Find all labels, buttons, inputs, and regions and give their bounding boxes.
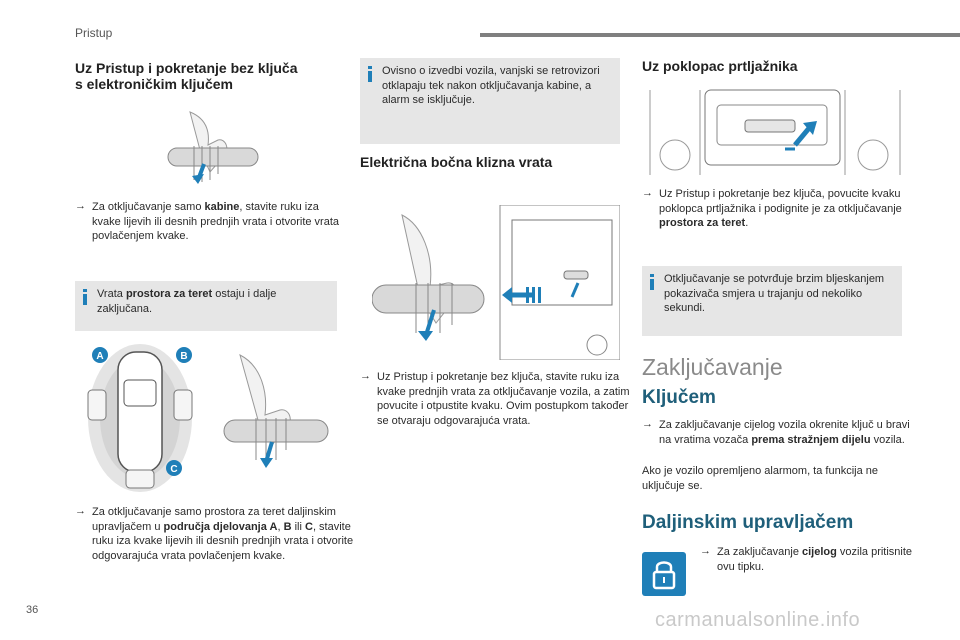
bullet-arrow-icon: → [700, 545, 711, 557]
info-icon [650, 274, 654, 290]
section-title-locking: Zaključavanje [642, 354, 783, 380]
col1-title: Uz Pristup i pokretanje bez ključa s ele… [75, 60, 345, 92]
key-alarm-text: Ako je vozilo opremljeno alarmom, ta fun… [642, 465, 879, 492]
zone-label-b: B [180, 351, 187, 362]
page-number: 36 [26, 604, 39, 616]
col1-bullet2: → Za otključavanje samo prostora za tere… [75, 505, 354, 562]
bullet-arrow-icon: → [75, 200, 86, 212]
col2-bullet: → Uz Pristup i pokretanje bez ključa, st… [360, 370, 630, 427]
key-bullet: → Za zaključavanje cijelog vozila okreni… [642, 418, 910, 446]
hand-handle-illustration [167, 111, 259, 184]
detection-zones-diagram: A B C [87, 344, 193, 492]
remote-bullet: → Za zaključavanje cijelog vozila pritis… [700, 545, 913, 573]
info-icon [368, 66, 372, 82]
sliding-door-illustration [372, 205, 620, 360]
col2-subtitle: Električna bočna klizna vrata [360, 154, 553, 170]
watermark: carmanualsonline.info [655, 609, 861, 631]
col3-note: Otključavanje se potvrđuje brzim bljeska… [642, 266, 902, 336]
header-bar [480, 33, 960, 37]
section-label: Pristup [75, 26, 113, 40]
bullet-arrow-icon: → [75, 505, 86, 517]
info-icon [83, 289, 87, 305]
bullet-arrow-icon: → [642, 418, 653, 430]
bullet-arrow-icon: → [360, 370, 371, 382]
zone-label-a: A [96, 351, 103, 362]
key-title: Ključem [642, 387, 716, 408]
lock-button-icon [642, 552, 686, 596]
lock-icon [652, 561, 676, 590]
remote-title: Daljinskim upravljačem [642, 512, 854, 533]
bullet-arrow-icon: → [642, 187, 653, 199]
col1-title-line2: s elektroničkim ključem [75, 76, 233, 92]
col2-note: Ovisno o izvedbi vozila, vanjski se retr… [360, 58, 620, 144]
tailgate-illustration [649, 89, 901, 175]
hand-handle-illustration-2 [223, 354, 329, 468]
col3-subtitle: Uz poklopac prtljažnika [642, 58, 798, 74]
col3-bullet: → Uz Pristup i pokretanje bez ključa, po… [642, 187, 902, 229]
col1-bullet1: → Za otključavanje samo kabine, stavite … [75, 200, 340, 242]
col1-note: Vrata prostora za teret ostaju i dalje z… [75, 281, 337, 331]
col1-title-line1: Uz Pristup i pokretanje bez ključa [75, 60, 298, 76]
zone-label-c: C [170, 464, 177, 475]
